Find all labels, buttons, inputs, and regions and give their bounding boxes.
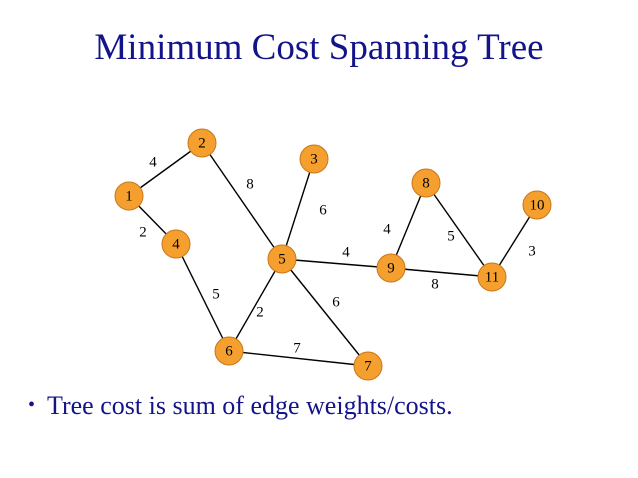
node-circle-7	[353, 351, 383, 381]
nodes-layer: 1 2 3 4 5 6 7 8 9 10 11	[114, 128, 552, 381]
node-label-1: 1	[125, 188, 133, 204]
node-label-4: 4	[172, 236, 180, 252]
node-circle-11	[477, 262, 507, 292]
edge-2-5	[201, 142, 283, 260]
edge-weight-8-11: 5	[447, 228, 455, 244]
edge-weight-4-6: 5	[212, 286, 220, 302]
node-circle-5	[267, 244, 297, 274]
node-circle-2	[187, 128, 217, 158]
edge-weight-5-6: 2	[256, 304, 264, 320]
node-7: 7	[353, 351, 383, 381]
node-1: 1	[114, 181, 144, 211]
node-9: 9	[376, 253, 406, 283]
node-label-9: 9	[387, 260, 395, 276]
edge-weight-5-7: 6	[332, 294, 340, 310]
node-circle-4	[161, 229, 191, 259]
node-circle-8	[411, 168, 441, 198]
edge-weight-6-7: 7	[293, 340, 301, 356]
edge-8-11	[425, 182, 493, 278]
node-label-6: 6	[225, 343, 233, 359]
bullet-item: • Tree cost is sum of edge weights/costs.	[28, 391, 453, 421]
edge-weight-3-5: 6	[319, 202, 327, 218]
node-circle-3	[299, 144, 329, 174]
node-label-7: 7	[364, 358, 372, 374]
edge-weight-2-5: 8	[246, 176, 254, 192]
node-circle-9	[376, 253, 406, 283]
bullet-text: Tree cost is sum of edge weights/costs.	[47, 391, 453, 420]
edge-1-2	[128, 142, 203, 197]
node-label-5: 5	[278, 251, 286, 267]
node-label-10: 10	[530, 197, 545, 213]
bullet-symbol: •	[28, 394, 36, 416]
edge-labels-layer: 4 2 8 6 5 2 6 4 7 4 5 8 3	[139, 154, 536, 356]
node-4: 4	[161, 229, 191, 259]
slide-title: Minimum Cost Spanning Tree	[94, 27, 544, 68]
edge-5-6	[228, 258, 283, 352]
node-label-11: 11	[485, 269, 499, 285]
edge-9-11	[390, 267, 493, 278]
edge-weight-9-11: 8	[431, 276, 439, 292]
node-2: 2	[187, 128, 217, 158]
node-10: 10	[522, 190, 552, 220]
node-circle-6	[214, 336, 244, 366]
node-5: 5	[267, 244, 297, 274]
node-3: 3	[299, 144, 329, 174]
edge-weight-1-4: 2	[139, 224, 147, 240]
edge-8-9	[390, 182, 427, 269]
node-6: 6	[214, 336, 244, 366]
edge-weight-10-11: 3	[528, 243, 536, 259]
edge-5-9	[281, 258, 392, 269]
edge-3-5	[281, 158, 315, 260]
edge-5-7	[281, 258, 369, 367]
edge-4-6	[175, 243, 230, 352]
node-8: 8	[411, 168, 441, 198]
node-11: 11	[477, 262, 507, 292]
edge-weight-5-9: 4	[342, 244, 350, 260]
node-label-8: 8	[422, 175, 430, 191]
node-label-3: 3	[310, 151, 318, 167]
node-label-2: 2	[198, 135, 206, 151]
edge-weight-1-2: 4	[149, 154, 157, 170]
node-circle-1	[114, 181, 144, 211]
edges-layer	[128, 142, 538, 367]
edge-6-7	[228, 350, 369, 367]
edge-weight-8-9: 4	[383, 221, 391, 237]
node-circle-10	[522, 190, 552, 220]
